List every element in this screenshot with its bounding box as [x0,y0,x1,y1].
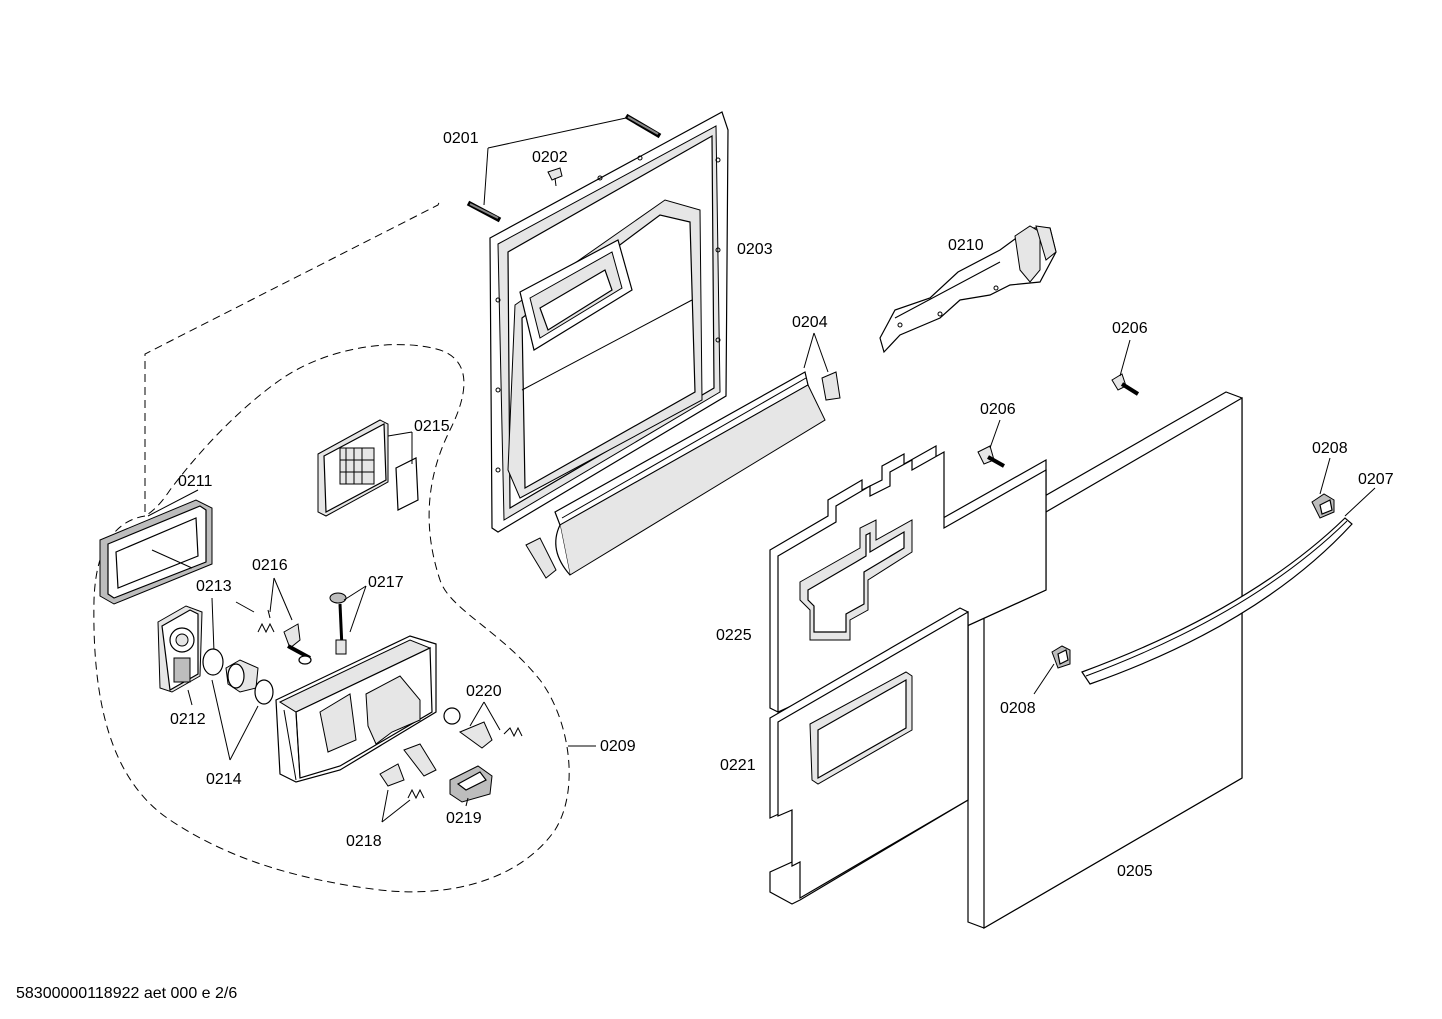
outer-door-panel [967,391,1243,930]
label-0206-right: 0206 [1112,320,1148,337]
hinge-bracket-0210 [879,225,1057,354]
label-0210: 0210 [948,237,984,254]
insulation-panel-0221 [769,607,969,905]
catch-springs-0218 [379,743,437,800]
handle-cap-0208-top [1311,493,1335,519]
screw-0206-right [1111,373,1140,396]
inner-door-panel [489,111,729,533]
label-0201: 0201 [443,130,479,147]
label-0221: 0221 [720,757,756,774]
label-0207: 0207 [1358,471,1394,488]
filter-grate-0215 [317,419,419,517]
label-0204: 0204 [792,314,828,331]
label-0208-bottom: 0208 [1000,700,1036,717]
clip-0202 [547,167,563,187]
label-0205: 0205 [1117,863,1153,880]
label-0211: 0211 [178,473,213,490]
label-0202: 0202 [532,149,568,166]
rod-0217 [329,592,347,655]
label-0212: 0212 [170,711,206,728]
label-0208-top: 0208 [1312,440,1348,457]
label-0225: 0225 [716,627,752,644]
microswitch-0219 [449,765,493,803]
label-0203: 0203 [737,241,773,258]
screw-0201-left [466,200,502,223]
insulation-panel-0225 [769,444,1047,713]
dispenser-cover-0212 [157,605,203,693]
label-0215: 0215 [414,418,450,435]
label-0219: 0219 [446,810,482,827]
label-0217: 0217 [368,574,404,591]
dispenser-housing [275,635,437,783]
label-0218: 0218 [346,833,382,850]
label-0220: 0220 [466,683,502,700]
screw-0201-top [624,113,662,139]
handle-cap-0208-bottom [1051,645,1071,669]
label-0206-left: 0206 [980,401,1016,418]
door-handle-0207 [1081,517,1353,685]
label-0216: 0216 [252,557,288,574]
bottom-trim-strip [525,371,841,579]
drawing-number: 58300000118922 aet 000 e 2/6 [16,985,237,1002]
seal-rings-0214 [202,648,274,705]
latch-parts-0220 [443,707,523,749]
label-0214: 0214 [206,771,242,788]
label-0213: 0213 [196,578,232,595]
screw-0206-left [977,445,1005,468]
spring-lever-0216 [257,609,312,665]
label-0209: 0209 [600,738,636,755]
dispenser-group-outline [93,344,570,893]
